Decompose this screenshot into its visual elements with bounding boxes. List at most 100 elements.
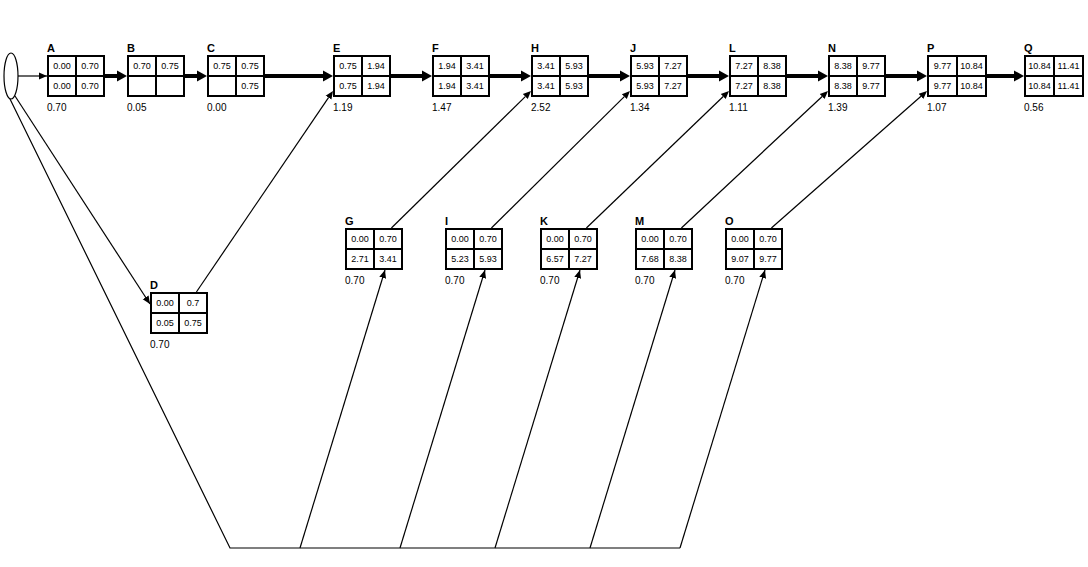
time-grid: 0.000.706.577.27	[540, 228, 598, 270]
time-cell: 1.94	[362, 56, 390, 76]
time-value: 11.41	[1058, 61, 1080, 71]
precedence-arrow	[787, 74, 818, 78]
time-value: 0.70	[759, 234, 777, 244]
time-cell: 0.05	[151, 313, 179, 333]
time-cell: 5.93	[631, 56, 659, 76]
activity-letter: J	[630, 42, 688, 55]
precedence-arrow	[589, 74, 620, 78]
time-cell: 0.70	[569, 229, 597, 249]
time-value: 5.23	[451, 254, 469, 264]
time-value: 10.84	[960, 61, 983, 71]
time-value: 7.27	[664, 61, 682, 71]
time-cell: 0.00	[726, 229, 754, 249]
time-cell: 0.70	[128, 56, 156, 76]
activity-node: F1.943.411.943.411.47	[432, 42, 490, 115]
time-cell: 7.27	[730, 56, 758, 76]
time-grid: 8.389.778.389.77	[828, 55, 886, 97]
time-value: 7.27	[664, 81, 682, 91]
activity-letter: E	[333, 42, 391, 55]
time-value: 0.70	[669, 234, 687, 244]
time-value: 8.38	[669, 254, 687, 264]
time-cell: 5.23	[446, 249, 474, 269]
time-grid: 0.000.70.050.75	[150, 292, 208, 334]
time-cell: 0.75	[334, 76, 362, 96]
time-value: 0.75	[161, 61, 179, 71]
time-cell: 10.84	[957, 56, 986, 76]
activity-letter: A	[47, 42, 105, 55]
time-value: 0.75	[241, 61, 259, 71]
activity-node: K0.000.706.577.270.70	[540, 215, 598, 288]
time-grid: 0.000.709.079.77	[725, 228, 783, 270]
time-value: 0.00	[156, 298, 174, 308]
time-value: 5.93	[636, 61, 654, 71]
activity-letter: Q	[1024, 42, 1084, 55]
time-value: 1.94	[438, 81, 456, 91]
duration: 0.70	[445, 275, 464, 286]
duration: 1.39	[828, 102, 847, 113]
time-value: 0.75	[213, 61, 231, 71]
time-cell: 3.41	[532, 76, 560, 96]
time-value: 0.70	[81, 61, 99, 71]
time-cell: 8.38	[758, 56, 786, 76]
time-cell: 0.00	[541, 229, 569, 249]
time-cell: 0.00	[48, 56, 76, 76]
time-cell: 7.27	[659, 56, 687, 76]
start-line	[680, 270, 765, 548]
time-cell: 0.7	[179, 293, 207, 313]
precedence-arrow	[196, 98, 328, 292]
time-value: 3.41	[537, 81, 555, 91]
time-cell: 5.93	[631, 76, 659, 96]
time-cell: 3.41	[461, 76, 489, 96]
time-value: 6.57	[546, 254, 564, 264]
time-grid: 10.8411.4110.8411.41	[1024, 55, 1084, 97]
time-value: 9.77	[934, 81, 952, 91]
time-cell: 9.77	[754, 249, 782, 269]
activity-node: G0.000.702.713.410.70	[345, 215, 403, 288]
time-value: 1.94	[367, 81, 385, 91]
precedence-arrow	[490, 74, 521, 78]
activity-letter: P	[927, 42, 987, 55]
time-grid: 7.278.387.278.38	[729, 55, 787, 97]
time-value: 0.00	[351, 234, 369, 244]
time-cell: 0.70	[664, 229, 692, 249]
time-cell: 0.75	[236, 56, 264, 76]
time-cell: 8.38	[758, 76, 786, 96]
activity-letter: K	[540, 215, 598, 228]
activity-letter: C	[207, 42, 265, 55]
time-cell: 9.77	[928, 56, 957, 76]
time-value: 9.77	[862, 81, 880, 91]
time-value: 0.7	[187, 298, 200, 308]
time-cell: 0.70	[754, 229, 782, 249]
duration: 0.70	[635, 275, 654, 286]
precedence-arrow	[688, 74, 719, 78]
time-cell: 9.77	[857, 76, 885, 96]
activity-node: B0.700.750.05	[127, 42, 185, 115]
time-value: 0.75	[339, 61, 357, 71]
duration: 0.70	[345, 275, 364, 286]
time-cell: 5.93	[474, 249, 502, 269]
activity-node: Q10.8411.4110.8411.410.56	[1024, 42, 1084, 115]
start-line	[590, 270, 675, 548]
time-value: 0.70	[379, 234, 397, 244]
time-cell: 5.93	[560, 56, 588, 76]
time-value: 0.70	[479, 234, 497, 244]
time-cell: 0.75	[208, 56, 236, 76]
time-grid: 9.7710.849.7710.84	[927, 55, 987, 97]
activity-node: H3.415.933.415.932.52	[531, 42, 589, 115]
time-value: 5.93	[479, 254, 497, 264]
time-cell: 0.75	[156, 56, 184, 76]
time-value: 9.77	[862, 61, 880, 71]
time-value: 8.38	[834, 81, 852, 91]
time-value: 0.75	[339, 81, 357, 91]
duration: 0.70	[150, 339, 169, 350]
time-cell: 2.71	[346, 249, 374, 269]
time-value: 0.75	[241, 81, 259, 91]
time-value: 7.27	[735, 61, 753, 71]
time-grid: 0.000.700.000.70	[47, 55, 105, 97]
time-value: 8.38	[763, 81, 781, 91]
activity-letter: G	[345, 215, 403, 228]
time-grid: 0.000.705.235.93	[445, 228, 503, 270]
duration: 1.47	[432, 102, 451, 113]
time-grid: 0.000.702.713.41	[345, 228, 403, 270]
activity-node: I0.000.705.235.930.70	[445, 215, 503, 288]
